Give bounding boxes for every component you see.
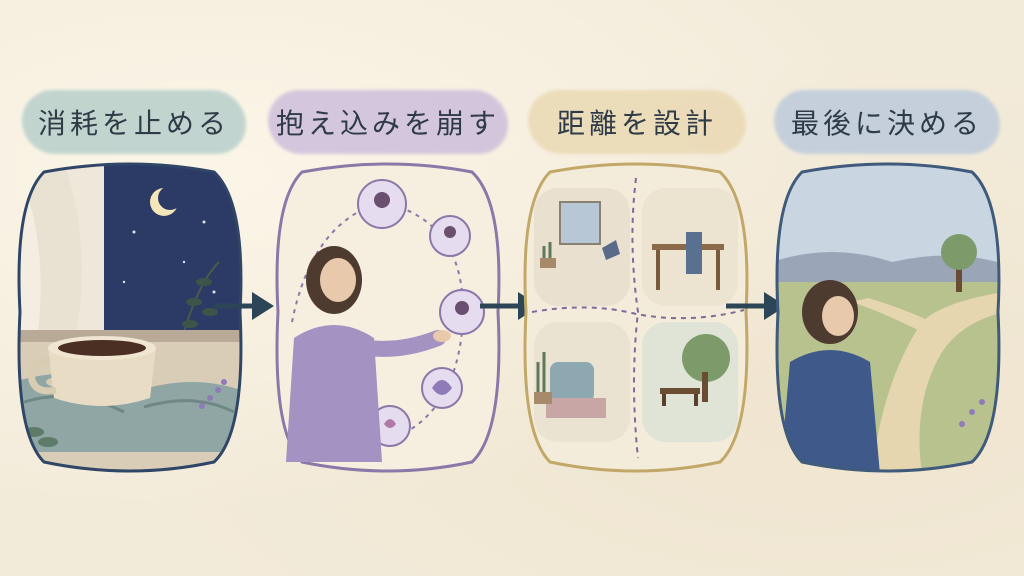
step-3-wash [528,90,746,154]
coffee-cup-night-window-icon [17,162,243,473]
four-rooms-divided-icon [523,162,749,473]
step-2-wash [268,90,508,154]
arrow-3-icon [724,288,788,324]
step-3-title: 距離を設計 [528,90,746,154]
step-2-title: 抱え込みを崩す [268,90,508,154]
step-2-illustration [272,162,504,474]
step-1-illustration [14,162,246,474]
step-4-title: 最後に決める [774,90,1000,154]
step-3-illustration [520,162,752,474]
woman-at-forked-path-icon [775,162,1001,473]
arrow-1-icon [212,288,276,324]
step-1-wash [22,90,246,154]
woman-reaching-support-circle-icon [275,162,501,473]
step-4-illustration [772,162,1004,474]
step-4-wash [774,90,1000,154]
step-1-title: 消耗を止める [22,90,246,154]
